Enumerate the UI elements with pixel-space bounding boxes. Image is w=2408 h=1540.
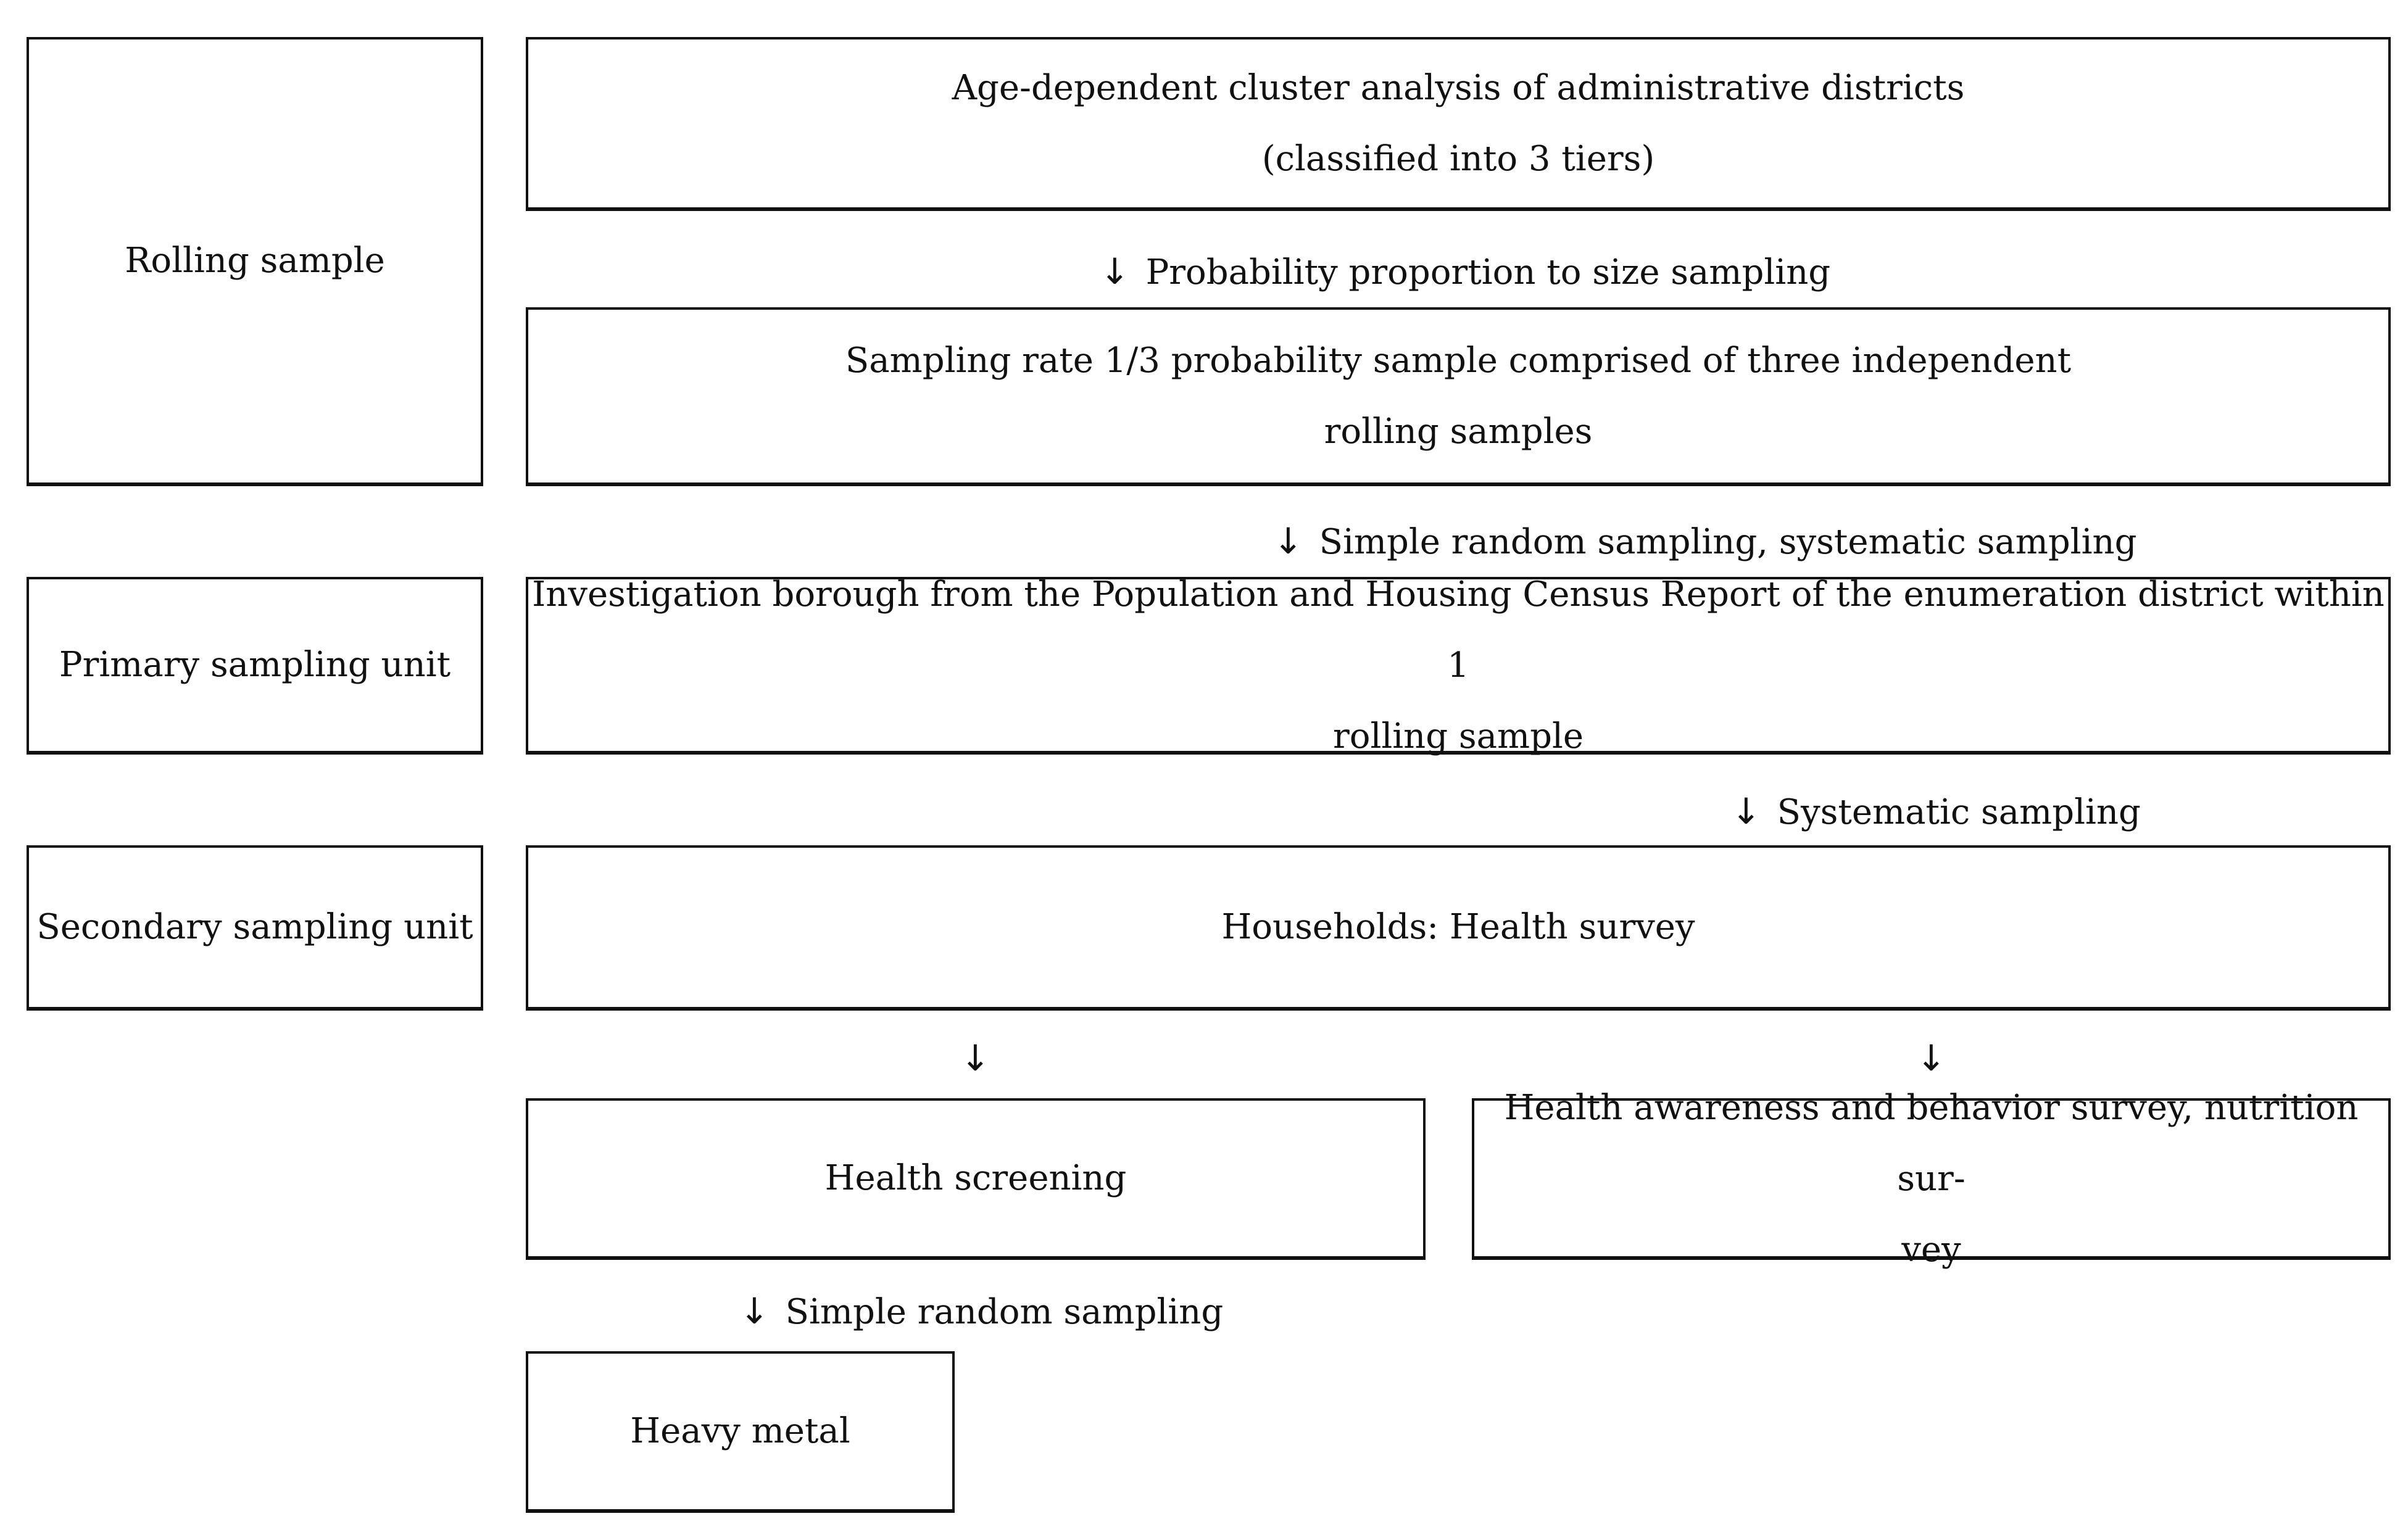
rolling-sample-label: Rolling sample <box>125 241 385 281</box>
secondary-sampling-unit-label: Secondary sampling unit <box>36 907 473 947</box>
cluster-analysis-line2: (classified into 3 tiers) <box>1261 139 1655 179</box>
health-screening-text: Health screening <box>824 1158 1127 1198</box>
sampling-rate-line1: Sampling rate 1/3 probability sample com… <box>845 341 2072 381</box>
down-arrow-icon: ↓ <box>1273 520 1303 562</box>
pps-arrow-label: ↓ Probability proportion to size sampling <box>1100 250 1830 294</box>
down-arrow-icon: ↓ <box>1916 1037 1946 1079</box>
down-arrow-icon: ↓ <box>739 1290 770 1332</box>
heavy-metal-text: Heavy metal <box>630 1411 850 1451</box>
primary-sampling-unit-label-box: Primary sampling unit <box>27 577 483 755</box>
cluster-analysis-box: Age-dependent cluster analysis of admini… <box>526 37 2391 211</box>
down-arrow-icon: ↓ <box>960 1037 990 1079</box>
primary-sampling-unit-label: Primary sampling unit <box>59 645 451 685</box>
rolling-sample-label-box: Rolling sample <box>27 37 483 486</box>
down-arrow-icon: ↓ <box>1100 250 1130 292</box>
health-screening-box: Health screening <box>526 1098 1426 1260</box>
split-arrow-right: ↓ <box>1916 1037 1946 1081</box>
health-awareness-line1: Health awareness and behavior survey, nu… <box>1504 1087 2359 1199</box>
split-arrow-left: ↓ <box>960 1037 990 1081</box>
households-box: Households: Health survey <box>526 845 2391 1011</box>
cluster-analysis-line1: Age-dependent cluster analysis of admini… <box>952 68 1965 108</box>
health-awareness-line2: vey <box>1901 1229 1961 1270</box>
srs-systematic-arrow-label: ↓ Simple random sampling, systematic samp… <box>1273 520 2136 564</box>
investigation-borough-line1: Investigation borough from the Populatio… <box>532 574 2385 685</box>
investigation-borough-line2: rolling sample <box>1332 716 1584 756</box>
households-text: Households: Health survey <box>1221 907 1695 947</box>
simple-random-arrow-label: ↓ Simple random sampling <box>739 1290 1223 1334</box>
investigation-borough-box: Investigation borough from the Populatio… <box>526 574 2391 756</box>
heavy-metal-box: Heavy metal <box>526 1351 955 1513</box>
down-arrow-icon: ↓ <box>1731 790 1761 832</box>
systematic-label-text: Systematic sampling <box>1777 792 2141 832</box>
systematic-arrow-label: ↓ Systematic sampling <box>1731 790 2141 834</box>
srs-systematic-label-text: Simple random sampling, systematic sampl… <box>1319 522 2137 562</box>
simple-random-label-text: Simple random sampling <box>785 1292 1224 1332</box>
pps-label-text: Probability proportion to size sampling <box>1145 252 1831 292</box>
sampling-rate-box: Sampling rate 1/3 probability sample com… <box>526 307 2391 486</box>
secondary-sampling-unit-label-box: Secondary sampling unit <box>27 845 483 1011</box>
sampling-rate-line2: rolling samples <box>1324 412 1593 452</box>
health-awareness-box: Health awareness and behavior survey, nu… <box>1472 1088 2391 1270</box>
